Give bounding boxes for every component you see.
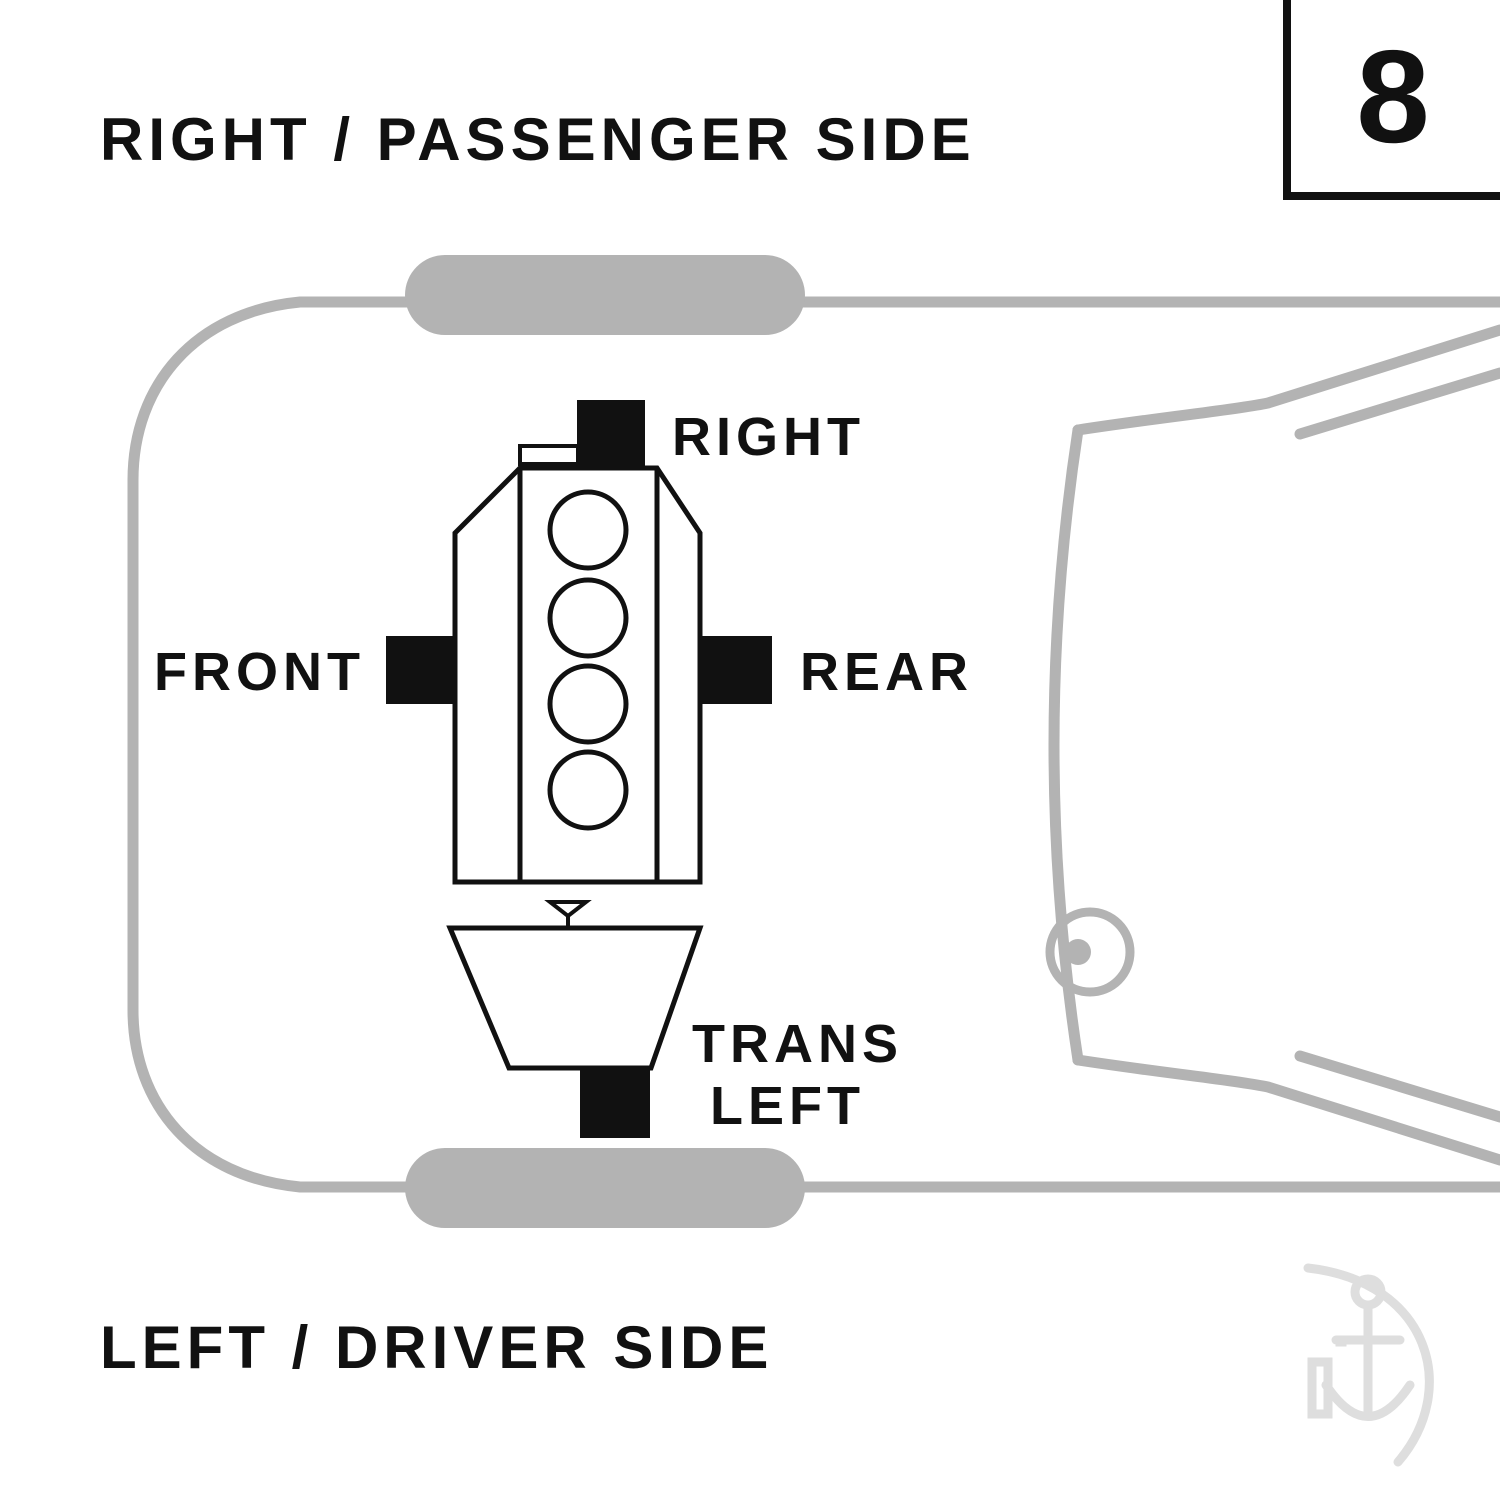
mount-label-trans-left: LEFT xyxy=(710,1076,865,1136)
mount-label-right: RIGHT xyxy=(672,407,865,467)
engine-assembly xyxy=(446,444,704,1071)
page-number-badge: 8 xyxy=(1283,0,1500,200)
steering-wheel-icon xyxy=(1045,907,1135,997)
steering-wheel-hub xyxy=(1065,939,1091,965)
windshield-arc xyxy=(1048,424,1084,1066)
right-side-wheel xyxy=(405,255,805,335)
cylinder-1 xyxy=(547,489,629,571)
top-side-label: RIGHT / PASSENGER SIDE xyxy=(100,106,976,173)
mount-label-trans: TRANS xyxy=(692,1014,903,1074)
roof-line-bottom-inner xyxy=(1294,1050,1500,1123)
funnel-icon xyxy=(544,900,592,926)
cylinder-3 xyxy=(547,663,629,745)
front-bumper-outline xyxy=(127,296,436,1193)
anchor-logo-watermark-icon xyxy=(1303,1263,1434,1467)
engine-pipe xyxy=(518,444,580,466)
badge-number: 8 xyxy=(1356,23,1429,170)
mount-right xyxy=(577,400,645,468)
bottom-side-label: LEFT / DRIVER SIDE xyxy=(100,1314,773,1381)
cylinder-2 xyxy=(547,577,629,659)
mount-rear xyxy=(700,636,772,704)
roof-line-top-outer xyxy=(1072,324,1500,436)
cylinder-4 xyxy=(547,749,629,831)
badge-box xyxy=(1283,0,1500,200)
mount-trans-left xyxy=(580,1068,650,1138)
mount-front xyxy=(386,636,455,704)
transmission-outline xyxy=(446,925,704,1071)
left-side-wheel xyxy=(405,1148,805,1228)
roof-line-top-inner xyxy=(1294,367,1500,440)
mount-label-front: FRONT xyxy=(154,642,365,702)
mount-label-rear: REAR xyxy=(800,642,973,702)
roof-line-bottom-outer xyxy=(1072,1054,1500,1166)
